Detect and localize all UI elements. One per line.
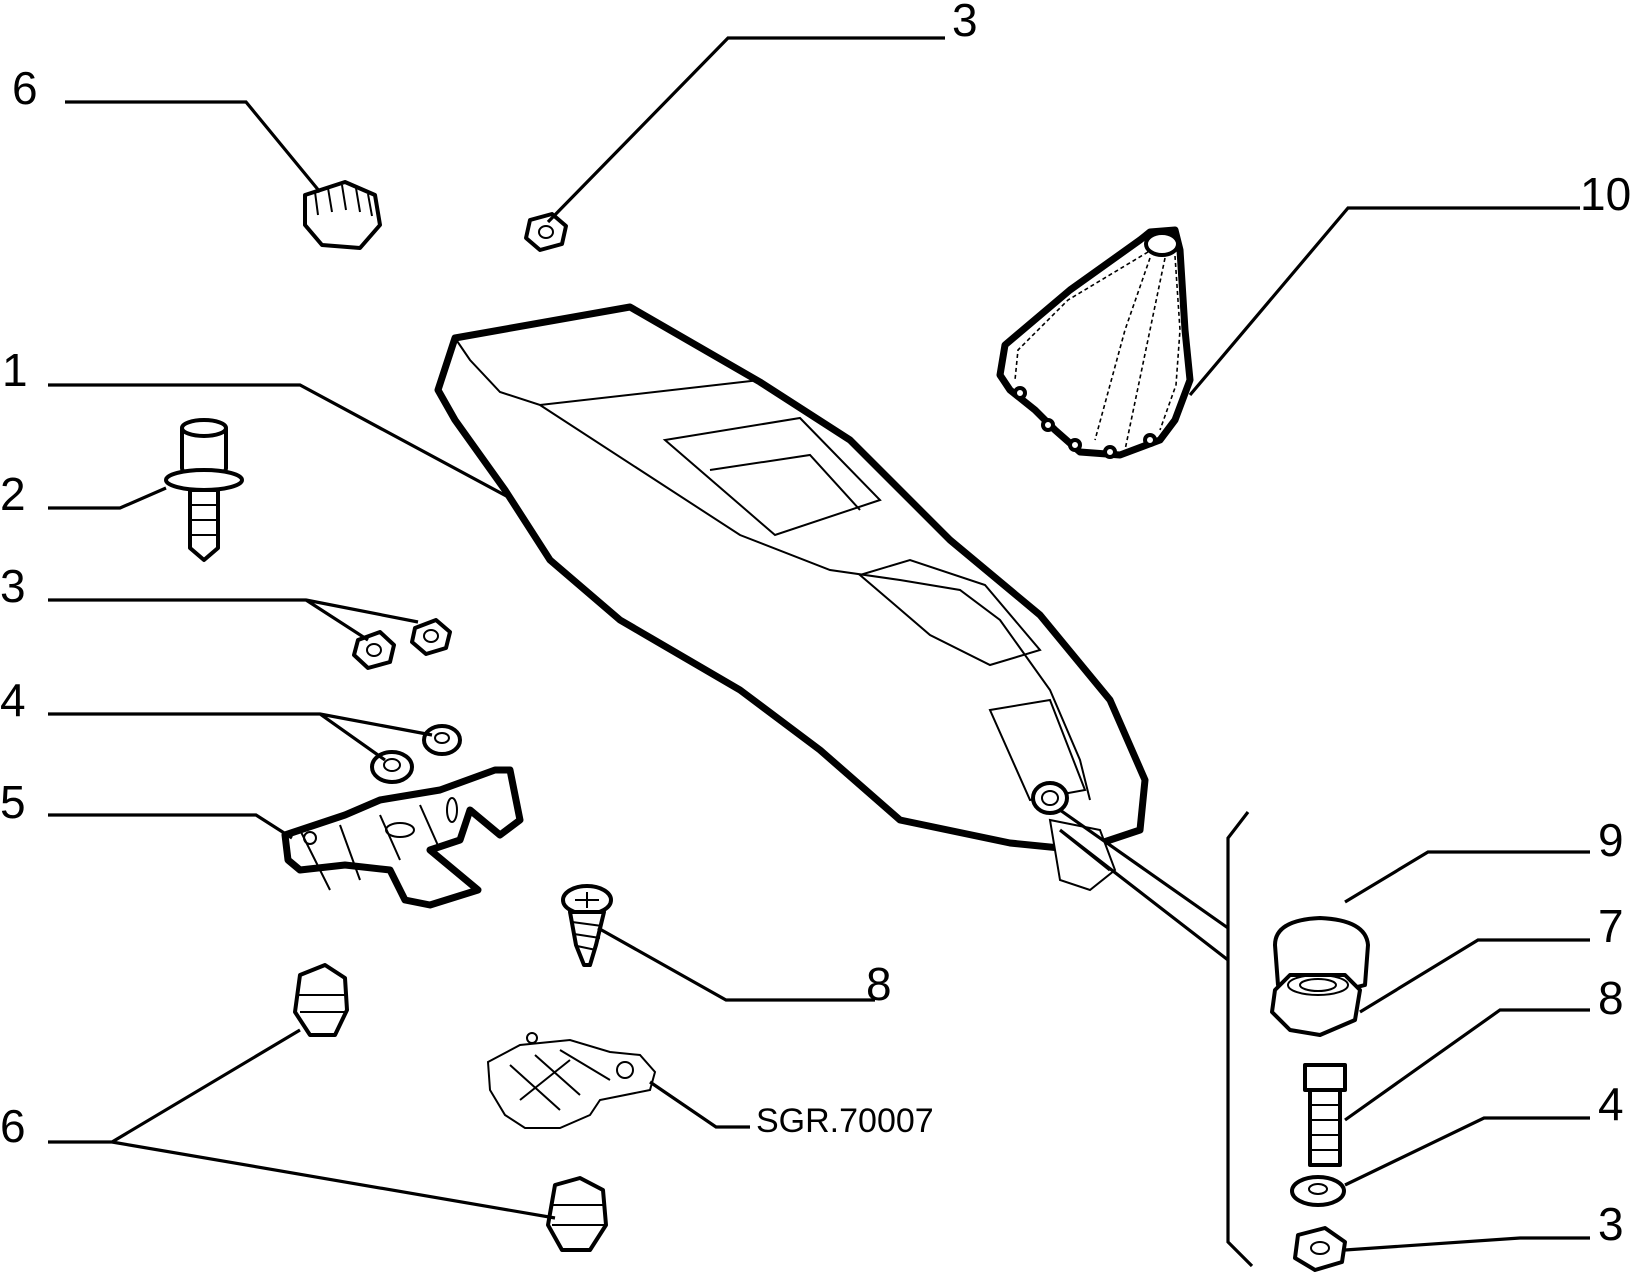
callout-8-right: 8 — [1598, 972, 1624, 1024]
part-3-nut-left-b — [352, 630, 396, 670]
part-4-washer-a — [422, 724, 462, 756]
part-4-washer-right — [1290, 1175, 1346, 1207]
callout-3-right: 3 — [1598, 1198, 1624, 1250]
part-3-nut-right — [1293, 1226, 1347, 1272]
callout-1: 1 — [2, 344, 28, 396]
callout-2: 2 — [0, 468, 26, 520]
callout-8-center: 8 — [866, 958, 892, 1010]
reference-code: SGR.70007 — [756, 1102, 934, 1140]
group-bracket — [1226, 811, 1254, 1268]
callout-3-top: 3 — [952, 0, 978, 46]
callout-6-bottom: 6 — [0, 1100, 26, 1152]
part-2-bolt — [164, 418, 244, 562]
part-8-screw-left — [561, 884, 613, 967]
callout-5: 5 — [0, 776, 26, 828]
callout-10: 10 — [1580, 168, 1631, 220]
sgr-subassembly-sketch — [486, 1032, 657, 1129]
part-7-grommet — [1270, 973, 1362, 1037]
part-8-bolt-right — [1303, 1063, 1347, 1167]
callout-4-right: 4 — [1598, 1078, 1624, 1130]
part-3-nut-top — [524, 212, 568, 252]
part-3-nut-left-a — [410, 618, 452, 656]
part-6-clip-left — [293, 963, 349, 1037]
callout-labels: 6 3 10 1 2 3 4 5 8 6 9 7 8 4 3 SGR.70007 — [0, 0, 1631, 1250]
callout-9: 9 — [1598, 814, 1624, 866]
callout-7: 7 — [1598, 900, 1624, 952]
part-6-clip-top — [303, 180, 382, 250]
leader-lines — [48, 36, 1590, 1252]
part-10-gear-boot — [996, 226, 1194, 459]
part-6-clip-bottom — [546, 1176, 608, 1252]
callout-4-left: 4 — [0, 674, 26, 726]
callout-3-left: 3 — [0, 560, 26, 612]
part-1-center-console — [434, 303, 1149, 892]
part-5-bracket — [281, 766, 524, 909]
callout-6-top: 6 — [12, 62, 38, 114]
